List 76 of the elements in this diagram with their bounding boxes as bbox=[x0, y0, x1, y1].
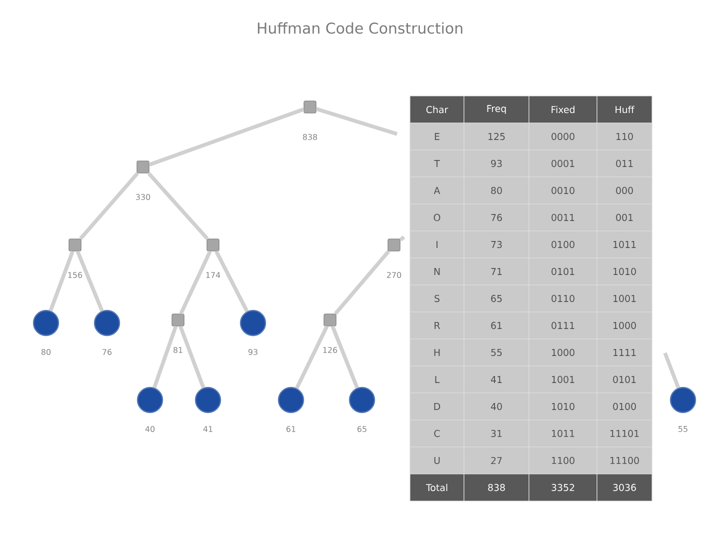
table-cell: 110 bbox=[596, 122, 652, 150]
table-cell: 31 bbox=[464, 420, 530, 448]
table-cell: 11101 bbox=[596, 420, 652, 448]
table-cell: 0001 bbox=[528, 150, 598, 178]
table-cell: E bbox=[410, 122, 464, 150]
tree-edge bbox=[148, 108, 304, 166]
tree-edge bbox=[76, 250, 104, 312]
tree-edge bbox=[663, 352, 680, 388]
table-cell: 0000 bbox=[528, 122, 598, 150]
table-cell: 1011 bbox=[528, 420, 598, 448]
table-cell: 73 bbox=[464, 230, 530, 258]
table-cell: A bbox=[410, 176, 464, 204]
title: Huffman Code Construction bbox=[258, 22, 462, 34]
table-header-cell: Freq bbox=[464, 96, 530, 124]
tree-edge bbox=[79, 172, 139, 240]
table-header-cell: Fixed bbox=[528, 96, 598, 124]
table-cell: 93 bbox=[464, 150, 530, 178]
tree-edge bbox=[214, 250, 249, 312]
tree-edge bbox=[399, 236, 406, 242]
table-cell: H bbox=[410, 338, 464, 366]
table-cell: 1010 bbox=[596, 258, 652, 286]
table-cell: 011 bbox=[596, 150, 652, 178]
table-cell: 001 bbox=[596, 204, 652, 232]
table-cell: 65 bbox=[464, 284, 530, 312]
tree-edge bbox=[147, 172, 209, 240]
table-cell: R bbox=[410, 312, 464, 340]
tree-edge bbox=[316, 107, 398, 136]
table-cell: 125 bbox=[464, 122, 530, 150]
table-cell: 0100 bbox=[528, 230, 598, 258]
table-cell: 27 bbox=[464, 446, 530, 474]
table-cell: 0101 bbox=[596, 366, 652, 394]
table-cell: 11100 bbox=[596, 446, 652, 474]
table-cell: 1001 bbox=[528, 366, 598, 394]
table-cell: 80 bbox=[464, 176, 530, 204]
table-cell: C bbox=[410, 420, 464, 448]
table-header-cell: Huff bbox=[596, 96, 652, 124]
table-cell: 1010 bbox=[528, 392, 598, 420]
table-cell: 1001 bbox=[596, 284, 652, 312]
tree-edge bbox=[152, 326, 178, 388]
table-cell: 41 bbox=[464, 366, 530, 394]
table-cell: 1111 bbox=[596, 338, 652, 366]
tree-edge bbox=[178, 326, 206, 388]
tree-edge bbox=[179, 250, 212, 314]
table-cell: L bbox=[410, 366, 464, 394]
table-cell: 71 bbox=[464, 258, 530, 286]
table-total-cell: 3352 bbox=[528, 474, 598, 502]
table-cell: 76 bbox=[464, 204, 530, 232]
tree-edge bbox=[48, 250, 74, 312]
table-cell: U bbox=[410, 446, 464, 474]
table-cell: 0111 bbox=[528, 312, 598, 340]
tree-edge bbox=[295, 326, 329, 390]
table-cell: D bbox=[410, 392, 464, 420]
table-total-cell: Total bbox=[410, 474, 464, 502]
table-cell: 1011 bbox=[596, 230, 652, 258]
table-total-cell: 3036 bbox=[596, 474, 652, 502]
table-cell: 1000 bbox=[596, 312, 652, 340]
table-cell: I bbox=[410, 230, 464, 258]
tree-edge bbox=[334, 250, 390, 315]
table-cell: 1000 bbox=[528, 338, 598, 366]
table-cell: 0100 bbox=[596, 392, 652, 420]
table-cell: S bbox=[410, 284, 464, 312]
table-cell: 0101 bbox=[528, 258, 598, 286]
table-cell: 40 bbox=[464, 392, 530, 420]
table-total-cell: 838 bbox=[464, 474, 530, 502]
table-cell: 0110 bbox=[528, 284, 598, 312]
table-cell: 55 bbox=[464, 338, 530, 366]
table-cell: 0010 bbox=[528, 176, 598, 204]
table-cell: O bbox=[410, 204, 464, 232]
table-cell: 0011 bbox=[528, 204, 598, 232]
table-header-cell: Char bbox=[410, 96, 464, 124]
table-cell: T bbox=[410, 150, 464, 178]
table-cell: 61 bbox=[464, 312, 530, 340]
tree-edge bbox=[330, 326, 359, 389]
table-cell: 000 bbox=[596, 176, 652, 204]
table-cell: N bbox=[410, 258, 464, 286]
table-cell: 1100 bbox=[528, 446, 598, 474]
